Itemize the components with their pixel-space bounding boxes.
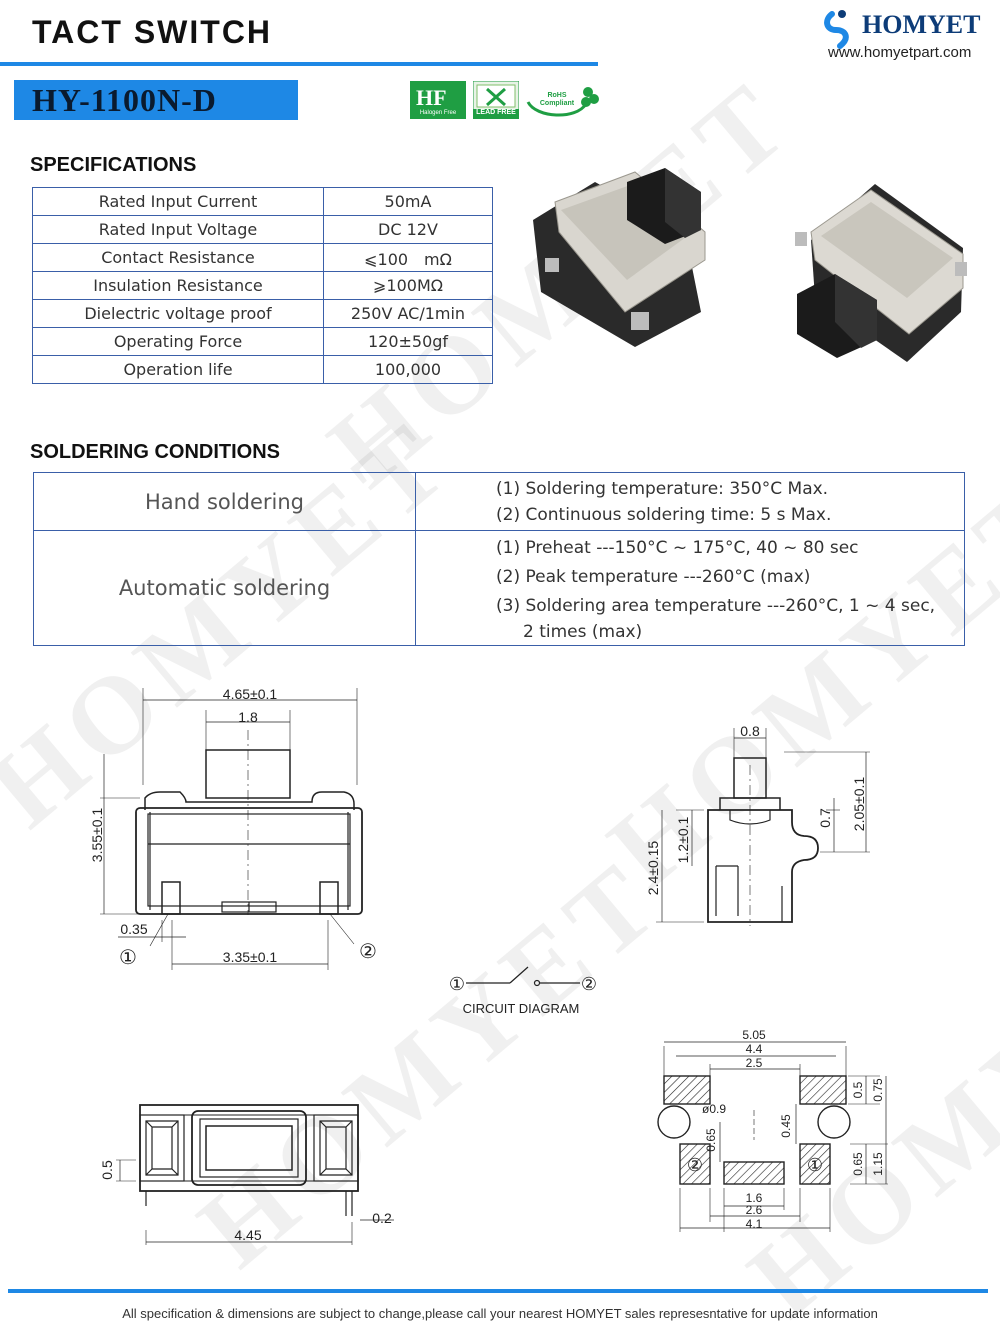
spec-key: Operating Force [32,327,324,356]
pcb-dim-4-1: 4.1 [746,1217,763,1231]
condition-line: (1) Preheat ---150°C ~ 175°C, 40 ~ 80 se… [496,538,859,558]
hand-soldering-conditions: (1) Soldering temperature: 350°C Max. (2… [415,472,965,531]
pcb-dim-0-75: 0.75 [871,1078,885,1102]
side-body-label: 1.2±0.1 [675,816,691,863]
circuit-pin-1: ① [449,974,465,994]
pcb-dim-0-45: 0.45 [779,1114,793,1138]
brand-name: HOMYET [862,10,981,39]
spec-value: DC 12V [323,215,493,244]
automatic-soldering-label: Automatic soldering [33,530,416,646]
pcb-dim-1-6: 1.6 [746,1191,763,1205]
spec-key: Rated Input Current [32,187,324,216]
spec-value: 50mA [323,187,493,216]
pcb-dim-0-65-left: 0.65 [704,1128,718,1152]
pcb-dim-1-15: 1.15 [871,1152,885,1176]
product-photo [533,168,967,362]
condition-line: (2) Continuous soldering time: 5 s Max. [496,504,832,525]
lead-free-icon [472,80,520,120]
side-height-label: 2.4±0.15 [645,841,661,896]
condition-line: (3) Soldering area temperature ---260°C,… [496,596,936,616]
switch-photo-left [533,168,706,347]
page-title: TACT SWITCH [32,14,273,50]
table-row: Hand soldering (1) Soldering temperature… [33,472,965,531]
side-stem-label: 0.8 [740,723,760,739]
spec-key: Contact Resistance [32,243,324,272]
pcb-dim-2-6: 2.6 [746,1203,763,1217]
circuit-pin-2: ② [581,974,597,994]
pcb-dim-4-4: 4.4 [746,1042,763,1056]
pcb-layout-drawing [657,1041,888,1232]
pcb-dim-0-5: 0.5 [851,1081,865,1098]
model-number: HY-1100N-D [32,82,217,118]
spec-key: Dielectric voltage proof [32,299,324,328]
table-row: Automatic soldering (1) Preheat ---150°C… [33,530,965,646]
spec-value: ⩾100MΩ [323,271,493,300]
spec-value: 120±50gf [323,327,493,356]
brand-url: www.homyetpart.com [828,44,972,61]
front-pin-span-label: 3.35±0.1 [223,949,278,965]
side-view-drawing [656,728,870,926]
switch-photo-right [795,184,967,362]
spec-key: Operation life [32,355,324,384]
pcb-hole-label: ø0.9 [702,1102,726,1116]
condition-line: (2) Peak temperature ---260°C (max) [496,567,811,587]
rohs-icon [526,87,599,117]
automatic-soldering-conditions: (1) Preheat ---150°C ~ 175°C, 40 ~ 80 se… [415,530,965,646]
halogen-free-label: Halogen Free [419,110,457,116]
side-total-label: 2.05±0.1 [851,777,867,832]
pcb-dim-0-65-right: 0.65 [851,1152,865,1176]
bottom-lead-label: 0.2 [372,1210,392,1226]
condition-line: 2 times (max) [523,622,643,642]
soldering-table: Hand soldering (1) Soldering temperature… [33,472,965,646]
lead-free-badge: LEAD FREE [472,80,520,120]
front-width-label: 4.65±0.1 [223,686,278,702]
rohs-label: RoHS Compliant [539,92,575,107]
circuit-diagram [466,966,580,987]
pin-2-label: ② [359,941,377,963]
spec-key: Rated Input Voltage [32,215,324,244]
svg-text:HF: HF [416,85,447,110]
bottom-width-label: 4.45 [234,1227,261,1243]
spec-value: ⩽100 mΩ [323,243,493,272]
technical-drawings: 4.65±0.1 1.8 3.55±0.1 0.35 3.35±0.1 ① ② … [89,686,888,1245]
spec-value: 100,000 [323,355,493,384]
condition-line: (1) Soldering temperature: 350°C Max. [496,478,829,499]
footer-rule [8,1289,988,1293]
spec-value: 250V AC/1min [323,299,493,328]
bottom-view-drawing [116,1104,394,1245]
model-banner [14,80,298,120]
rohs-badge: RoHS Compliant [526,82,600,120]
spec-key: Insulation Resistance [32,271,324,300]
bottom-thickness-label: 0.5 [99,1160,115,1180]
table-row: Contact Resistance⩽100 mΩ [32,243,493,272]
front-pin-offset-label: 0.35 [120,921,147,937]
pcb-pin-1-label: ① [807,1155,823,1175]
hand-soldering-label: Hand soldering [33,472,416,531]
front-view-drawing [100,688,363,970]
pcb-dim-5-05: 5.05 [742,1028,766,1042]
header-rule [0,62,598,66]
circuit-diagram-label: CIRCUIT DIAGRAM [463,1001,580,1016]
pin-1-label: ① [119,947,137,969]
specifications-title: SPECIFICATIONS [30,154,197,176]
pcb-dim-2-5: 2.5 [746,1056,763,1070]
halogen-free-badge: HF Halogen Free [410,81,466,119]
side-step-label: 0.7 [817,808,833,828]
lead-free-label: LEAD FREE [476,109,516,116]
soldering-title: SOLDERING CONDITIONS [30,441,281,463]
table-row: Insulation Resistance⩾100MΩ [32,271,493,300]
front-height-label: 3.55±0.1 [89,808,105,863]
front-stem-label: 1.8 [238,709,258,725]
halogen-free-icon: HF [410,81,466,119]
pcb-pin-2-label: ② [687,1155,703,1175]
footer-disclaimer: All specification & dimensions are subje… [122,1306,878,1321]
homyet-logo-icon [824,10,849,49]
